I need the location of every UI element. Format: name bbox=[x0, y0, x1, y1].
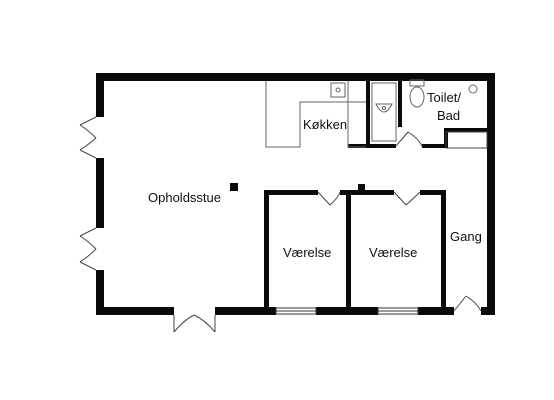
door-bedroom2 bbox=[393, 191, 421, 206]
door-left-lower bbox=[79, 227, 97, 271]
wall-bottom-2 bbox=[215, 307, 276, 315]
bath-wall-shelf bbox=[444, 128, 487, 132]
wall-left-lower bbox=[96, 270, 104, 315]
wall-left-middle bbox=[96, 158, 104, 228]
bath-inner-wall bbox=[398, 81, 402, 127]
sink-icon bbox=[330, 82, 346, 98]
bedroom2-top-wall-b bbox=[420, 190, 446, 195]
toilet-tank-icon bbox=[409, 79, 425, 87]
interior-walls bbox=[264, 81, 487, 310]
drain-icon bbox=[468, 84, 478, 94]
column-post bbox=[358, 184, 365, 191]
room-label-bedroom1: Værelse bbox=[283, 245, 331, 260]
bedroom1-top-wall-a bbox=[264, 190, 318, 195]
hall-cupboard bbox=[445, 131, 488, 149]
wall-top bbox=[96, 73, 495, 81]
wall-bottom-3 bbox=[316, 307, 378, 315]
doors bbox=[79, 116, 488, 333]
room-label-toilet-line2: Bad bbox=[437, 108, 460, 123]
shower-area bbox=[371, 82, 397, 142]
wall-bottom-1 bbox=[96, 307, 174, 315]
room-label-hall: Gang bbox=[450, 229, 482, 244]
washbasin-icon bbox=[375, 103, 393, 113]
windows bbox=[275, 307, 419, 315]
room-label-kitchen: Køkken bbox=[303, 117, 347, 132]
bath-wall-horizontal-a bbox=[348, 144, 396, 148]
door-bedroom1 bbox=[317, 191, 341, 206]
bedroom2-right-wall bbox=[441, 190, 446, 310]
door-bathroom bbox=[395, 131, 423, 147]
wall-left-upper bbox=[96, 73, 104, 117]
wall-bottom-4 bbox=[418, 307, 454, 315]
bedroom2-top-wall-a bbox=[346, 190, 394, 195]
bedroom-divider-wall bbox=[346, 190, 351, 310]
door-entrance bbox=[453, 295, 482, 312]
wall-right bbox=[487, 73, 495, 315]
exterior-walls bbox=[96, 73, 495, 315]
door-bottom-terrace bbox=[173, 314, 216, 333]
door-left-upper bbox=[79, 116, 97, 159]
toilet-bowl-icon bbox=[409, 86, 425, 108]
wall-bottom-5 bbox=[481, 307, 495, 315]
bathroom-fixtures bbox=[371, 79, 478, 142]
kitchen-right-wall bbox=[366, 81, 370, 147]
living-room-pillar bbox=[230, 183, 238, 191]
room-label-bedroom2: Værelse bbox=[369, 245, 417, 260]
bath-wall-horizontal-b bbox=[422, 144, 448, 148]
room-label-living: Opholdsstue bbox=[148, 190, 221, 205]
room-label-toilet-line1: Toilet/ bbox=[427, 90, 461, 105]
kitchen-counter bbox=[265, 81, 366, 148]
bedroom1-left-wall bbox=[264, 190, 269, 310]
